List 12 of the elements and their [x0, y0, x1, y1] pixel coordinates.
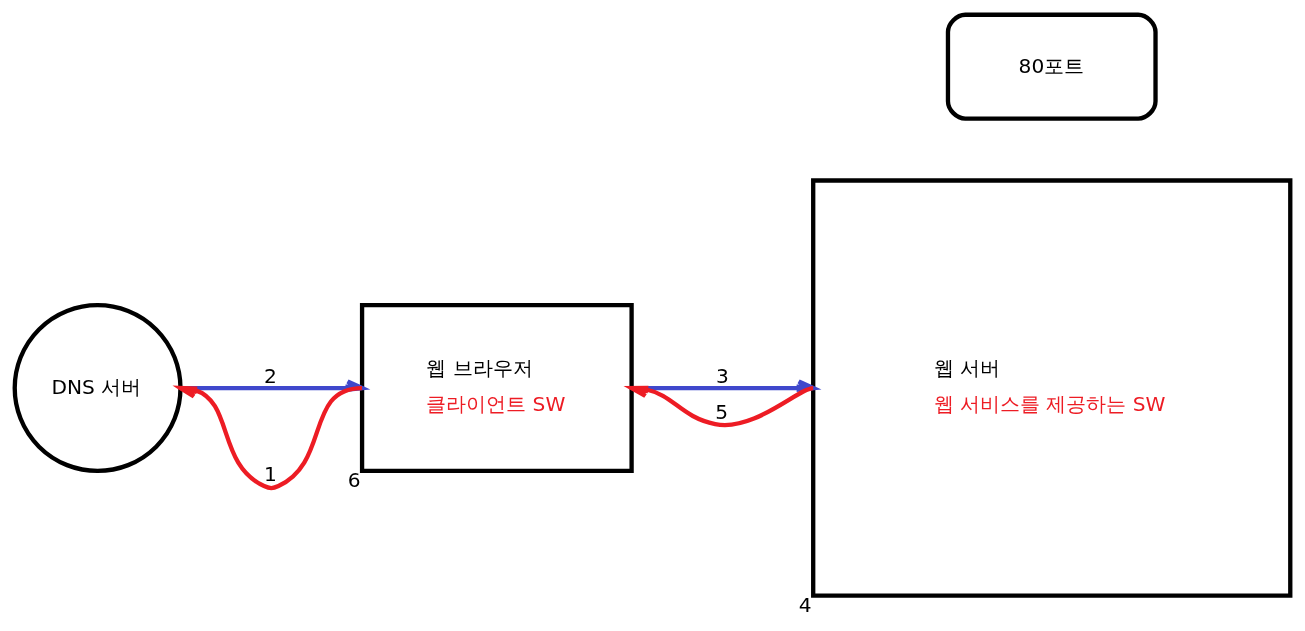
edge-label: 2 [264, 363, 277, 388]
edge-label: 1 [264, 461, 277, 486]
node-box: 웹 브라우저 클라이언트 SW [359, 302, 634, 473]
node-label: 6 [347, 467, 361, 492]
arrow [172, 385, 363, 490]
node-circle: DNS 서버 [12, 302, 183, 473]
node-label: 4 [798, 592, 812, 617]
node-box: 80포트 [945, 12, 1158, 121]
edge-label: 5 [715, 399, 729, 424]
node-box: 웹 서버 웹 서비스를 제공하는 SW [811, 177, 1293, 598]
edge-label: 3 [715, 363, 729, 388]
arrow [623, 385, 814, 427]
